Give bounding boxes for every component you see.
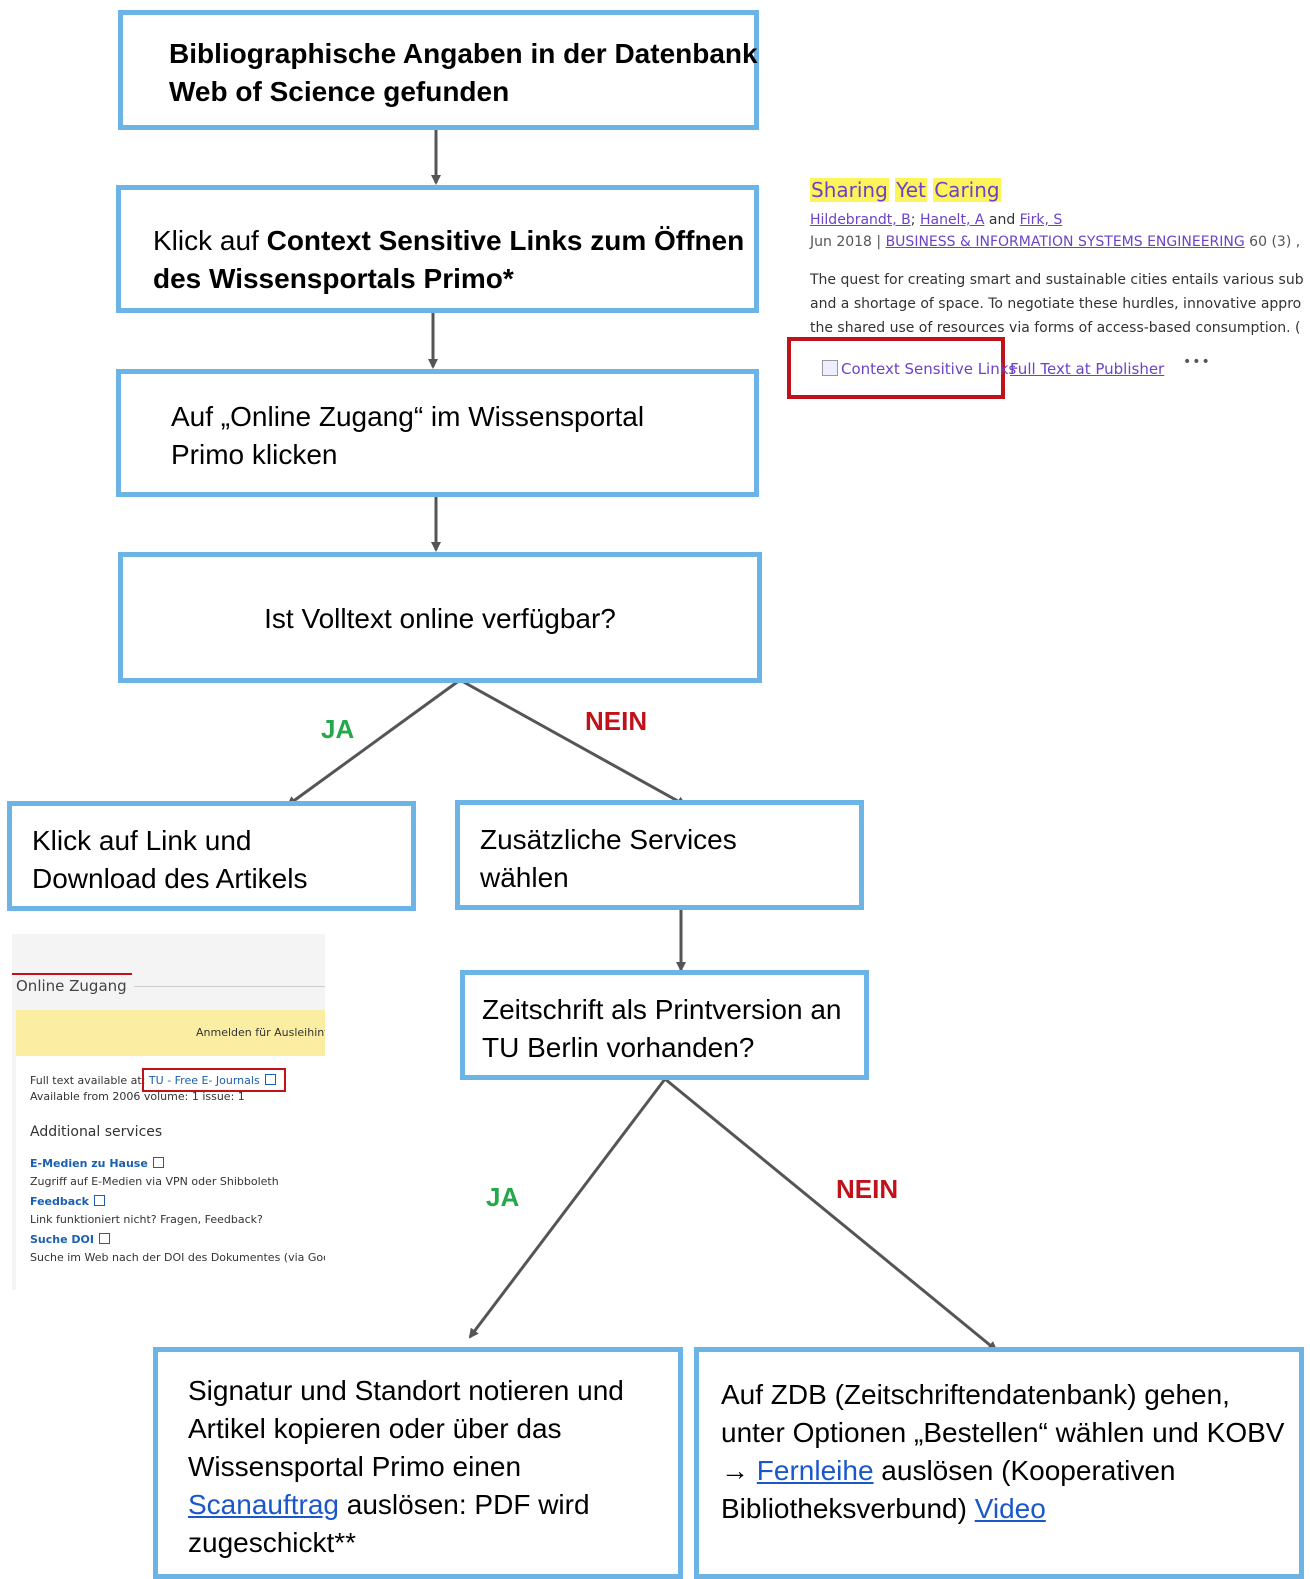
- wos-date: Jun 2018 |: [810, 234, 886, 250]
- step-scanauftrag-pre: Signatur und Standort notieren und Artik…: [188, 1375, 624, 1482]
- full-text-publisher-link[interactable]: Full Text at Publisher: [1010, 360, 1165, 378]
- availability-text: Available from 2006 volume: 1 issue: 1: [30, 1090, 245, 1103]
- step-fernleihe: Auf ZDB (Zeitschriftendatenbank) gehen, …: [694, 1347, 1304, 1579]
- arrow-box4-ja: [286, 678, 461, 807]
- wos-record-title[interactable]: Sharing Yet Caring: [810, 178, 1001, 202]
- label-ja-1: JA: [321, 714, 355, 744]
- wos-abstract-line: the shared use of resources via forms of…: [810, 320, 1301, 336]
- tab-online-zugang[interactable]: Online Zugang: [16, 977, 127, 995]
- service-link-label: Feedback: [30, 1195, 89, 1208]
- step-additional-services: Zusätzliche Services wählen: [455, 800, 864, 910]
- external-link-icon: [152, 1157, 164, 1168]
- step-scanauftrag: Signatur und Standort notieren und Artik…: [153, 1347, 683, 1579]
- context-sensitive-links-button[interactable]: Context Sensitive Links: [822, 360, 1016, 378]
- decision-print-available: Zeitschrift als Printversion an TU Berli…: [460, 970, 869, 1080]
- label-nein-1: NEIN: [585, 706, 648, 736]
- label-ja-2: JA: [486, 1182, 520, 1212]
- external-link-icon: [94, 1195, 105, 1206]
- service-desc: Zugriff auf E-Medien via VPN oder Shibbo…: [30, 1175, 279, 1188]
- wos-author-and: and: [984, 212, 1020, 228]
- wos-abstract-line: The quest for creating smart and sustain…: [810, 272, 1304, 288]
- service-link-label: Suche DOI: [30, 1233, 94, 1246]
- step-download-article-text: Klick auf Link und Download des Artikels: [32, 825, 308, 894]
- service-link-emedien[interactable]: E-Medien zu Hause: [30, 1157, 164, 1170]
- divider: [134, 986, 325, 987]
- step-additional-services-text: Zusätzliche Services wählen: [480, 824, 737, 893]
- decision-fulltext-online: Ist Volltext online verfügbar?: [118, 552, 762, 683]
- more-options-icon[interactable]: •••: [1183, 354, 1211, 370]
- step-wos-found: Bibliographische Angaben in der Datenban…: [118, 10, 759, 130]
- tu-free-ejournals-link[interactable]: TU - Free E- Journals: [148, 1074, 260, 1087]
- tab-indicator: [12, 973, 132, 975]
- wos-author-sep: ;: [910, 212, 920, 228]
- wos-abstract: The quest for creating smart and sustain…: [810, 268, 1310, 340]
- external-link-icon: [264, 1074, 276, 1085]
- step-scanauftrag-post: auslösen: PDF wird zugeschickt**: [188, 1489, 590, 1558]
- wos-author-link[interactable]: Firk, S: [1019, 212, 1063, 228]
- primo-panel: Anmelden für Ausleihinfo Full text avail…: [16, 1010, 325, 1290]
- step-online-zugang-text: Auf „Online Zugang“ im Wissensportal Pri…: [171, 401, 645, 470]
- fulltext-label: Full text available at:: [30, 1074, 149, 1087]
- wos-abstract-line: and a shortage of space. To negotiate th…: [810, 296, 1302, 312]
- wos-journal-link[interactable]: BUSINESS & INFORMATION SYSTEMS ENGINEERI…: [885, 234, 1245, 250]
- step-fernleihe-pre: Auf ZDB (Zeitschriftendatenbank) gehen, …: [721, 1379, 1285, 1486]
- external-link-icon: [98, 1233, 110, 1244]
- fulltext-highlight-box: [142, 1068, 286, 1092]
- step-download-article: Klick auf Link und Download des Artikels: [7, 801, 416, 911]
- service-link-label: E-Medien zu Hause: [30, 1157, 148, 1170]
- decision-print-available-text: Zeitschrift als Printversion an TU Berli…: [482, 994, 842, 1063]
- service-desc: Link funktioniert nicht? Fragen, Feedbac…: [30, 1213, 263, 1226]
- login-banner: Anmelden für Ausleihinfo: [16, 1010, 325, 1056]
- csl-highlight-box: [787, 337, 1005, 399]
- broken-image-icon: [822, 360, 838, 376]
- label-nein-2: NEIN: [836, 1174, 899, 1204]
- context-sensitive-links-label: Context Sensitive Links: [841, 360, 1017, 378]
- arrow-box7-nein: [664, 1077, 998, 1352]
- wos-issue: 60 (3) ,: [1244, 234, 1301, 250]
- wos-title-word: Yet: [895, 178, 927, 202]
- decision-fulltext-online-text: Ist Volltext online verfügbar?: [264, 603, 616, 634]
- video-link[interactable]: Video: [974, 1493, 1046, 1524]
- wos-title-word: Sharing: [810, 178, 889, 202]
- wos-title-word: Caring: [933, 178, 1001, 202]
- fulltext-available-row: Full text available at: TU - Free E- Jou…: [30, 1074, 276, 1087]
- arrow-box7-ja: [468, 1078, 667, 1339]
- service-link-suche-doi[interactable]: Suche DOI: [30, 1233, 110, 1246]
- step-click-csl-bold: Context Sensitive Links zum Öffnen des W…: [153, 225, 745, 294]
- step-wos-found-text: Bibliographische Angaben in der Datenban…: [169, 38, 758, 107]
- step-online-zugang: Auf „Online Zugang“ im Wissensportal Pri…: [116, 369, 759, 497]
- step-click-csl-pre: Klick auf: [153, 225, 267, 256]
- arrow-box4-nein: [459, 678, 687, 807]
- wos-author-link[interactable]: Hildebrandt, B: [810, 212, 911, 228]
- wos-author-link[interactable]: Hanelt, A: [919, 212, 985, 228]
- service-desc: Suche im Web nach der DOI des Dokumentes…: [30, 1251, 325, 1264]
- additional-services-heading: Additional services: [30, 1124, 163, 1140]
- step-click-csl: Klick auf Context Sensitive Links zum Öf…: [116, 185, 759, 313]
- login-link[interactable]: Anmelden für Ausleihinfo: [196, 1026, 325, 1039]
- service-link-feedback[interactable]: Feedback: [30, 1195, 105, 1208]
- step-fernleihe-mid: auslösen (Kooperativen Bibliotheksverbun…: [721, 1455, 1176, 1524]
- wos-authors: Hildebrandt, B; Hanelt, A and Firk, S: [810, 212, 1062, 228]
- wos-result-screenshot: Sharing Yet Caring Hildebrandt, B; Hanel…: [787, 172, 1310, 412]
- fernleihe-link[interactable]: Fernleihe: [756, 1455, 874, 1486]
- scanauftrag-link[interactable]: Scanauftrag: [188, 1489, 339, 1520]
- primo-online-access-screenshot: Online Zugang Anmelden für Ausleihinfo F…: [12, 934, 325, 1290]
- wos-meta: Jun 2018 | BUSINESS & INFORMATION SYSTEM…: [810, 234, 1300, 250]
